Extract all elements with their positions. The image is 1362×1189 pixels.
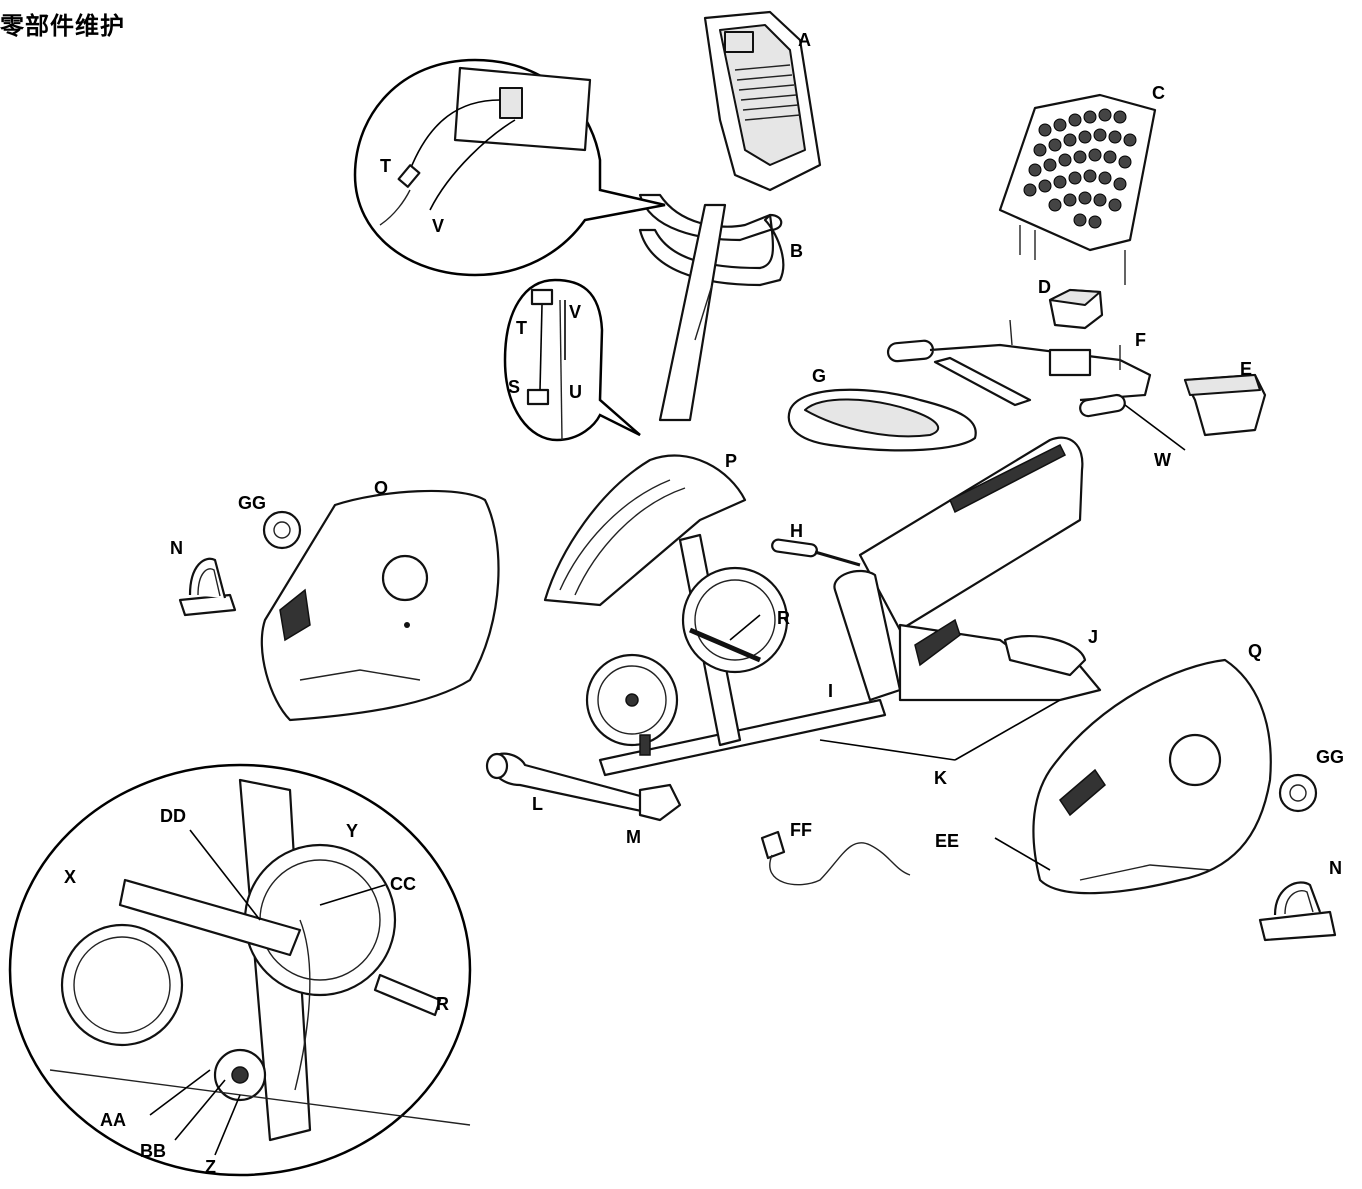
seat-cushion-part-g [787,388,977,452]
label-q: Q [1248,641,1262,661]
label-n-right: N [1329,858,1342,878]
seat-frame-part-f [886,319,1152,418]
crank-cap-part-gg-right [1278,773,1318,813]
label-l: L [532,794,543,814]
callout-console-connectors [353,58,666,277]
label-g: G [812,366,826,386]
handlebar-post-part-b [638,193,785,422]
label-w: W [1154,450,1171,470]
label-dd: DD [160,806,186,826]
label-f: F [1135,330,1146,350]
label-u: U [569,382,582,402]
crank-cap-part-gg-left [262,510,302,550]
label-v-top: V [432,216,444,236]
pedal-part-n-left [178,557,237,617]
left-side-cover-part-o [260,489,500,722]
label-z: Z [205,1157,216,1177]
label-o: O [374,478,388,498]
callout-cable-connectors [503,278,641,442]
power-adapter-part-ff [760,830,911,886]
page-title: 零部件维护 [0,12,125,40]
bottle-holder-part-e [1183,373,1267,437]
label-y: Y [346,821,358,841]
label-k: K [934,768,947,788]
label-bb: BB [140,1141,166,1161]
backrest-part-c [998,93,1157,285]
pad-part-d [1048,288,1104,330]
label-n-left: N [170,538,183,558]
label-cc: CC [390,874,416,894]
label-a: A [798,30,811,50]
label-t-mid: T [516,318,527,338]
main-frame [485,436,1102,822]
label-h: H [790,521,803,541]
label-e: E [1240,359,1252,379]
label-r: R [777,608,790,628]
label-j: J [1088,627,1098,647]
label-aa: AA [100,1110,126,1130]
label-ff: FF [790,820,812,840]
label-x: X [64,867,76,887]
label-m: M [626,827,641,847]
right-side-cover-part-q [1032,658,1272,895]
label-c: C [1152,83,1165,103]
label-d: D [1038,277,1051,297]
label-b: B [790,241,803,261]
leader-lines [149,404,1186,1156]
label-gg-left: GG [238,493,266,513]
pedal-part-n-right [1258,881,1337,942]
console-part-a [703,10,822,192]
adjust-handle-part-h [771,538,861,567]
label-t-top: T [380,156,391,176]
label-s: S [508,377,520,397]
front-shroud-part-p [543,454,747,607]
label-i: I [828,681,833,701]
label-gg-right: GG [1316,747,1344,767]
label-r-detail: R [436,994,449,1014]
label-ee: EE [935,831,959,851]
part-labels: A B C D E F G H I J K L M N N O P Q R R … [64,30,1344,1177]
label-p: P [725,451,737,471]
callout-drive-detail [8,763,472,1177]
label-v-mid: V [569,302,581,322]
